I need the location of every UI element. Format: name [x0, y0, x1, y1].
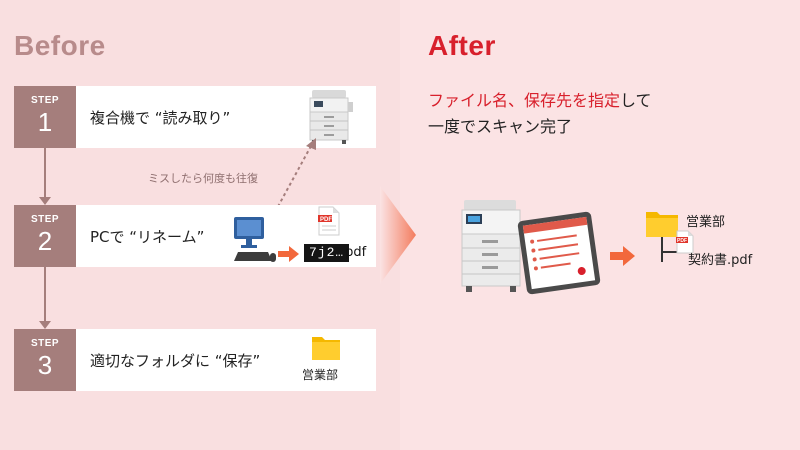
pdf-document-icon: PDF	[318, 206, 340, 236]
after-description: ファイル名、保存先を指定して 一度でスキャン完了	[428, 88, 652, 140]
folder-icon	[312, 337, 340, 360]
folder-tree-icon	[646, 212, 678, 262]
folder-label: 営業部	[302, 368, 339, 382]
orange-arrow-icon	[610, 246, 635, 266]
orange-arrow-icon	[278, 246, 299, 262]
random-filename-chip: 7j2…	[304, 244, 350, 262]
step-badge: STEP 3	[14, 329, 76, 391]
step-label: PCで “リネーム”	[90, 228, 205, 246]
filename-extension: .pdf	[341, 245, 367, 260]
step-number: 1	[37, 107, 53, 137]
step-badge: STEP 1	[14, 86, 76, 148]
step-connector-arrow-icon	[39, 197, 51, 205]
tablet-settings-screen-icon	[517, 211, 601, 295]
multifunction-printer-icon	[309, 90, 353, 144]
after-description-rest: して	[620, 91, 652, 110]
mistake-note: ミスしたら何度も往復	[148, 172, 258, 185]
step-connector-arrow-icon	[39, 321, 51, 329]
after-description-line-2: 一度でスキャン完了	[428, 117, 573, 136]
step-word: STEP	[30, 95, 60, 106]
desktop-pc-icon	[234, 217, 276, 262]
pdf-document-icon: PDF	[676, 230, 694, 254]
step-label: 適切なフォルダに “保存”	[90, 352, 261, 370]
step-connector-line	[44, 267, 46, 322]
step-label: 複合機で “読み取り”	[90, 109, 231, 127]
step-connector-line	[44, 148, 46, 198]
step-number: 2	[37, 226, 53, 256]
after-description-line-1: ファイル名、保存先を指定して	[428, 88, 652, 114]
after-description-accent: ファイル名、保存先を指定	[428, 91, 621, 110]
folder-label: 営業部	[686, 215, 726, 230]
step-badge: STEP 2	[14, 205, 76, 267]
before-after-chevron-icon	[380, 186, 416, 284]
file-label: 契約書.pdf	[688, 253, 753, 268]
pdf-badge-text: PDF	[677, 238, 687, 244]
before-title: Before	[14, 30, 106, 61]
large-multifunction-printer-icon	[461, 200, 521, 292]
step-number: 3	[37, 350, 53, 380]
after-title: After	[428, 30, 496, 61]
step-word: STEP	[30, 338, 60, 349]
step-word: STEP	[30, 214, 60, 225]
pdf-badge-text: PDF	[320, 217, 332, 223]
